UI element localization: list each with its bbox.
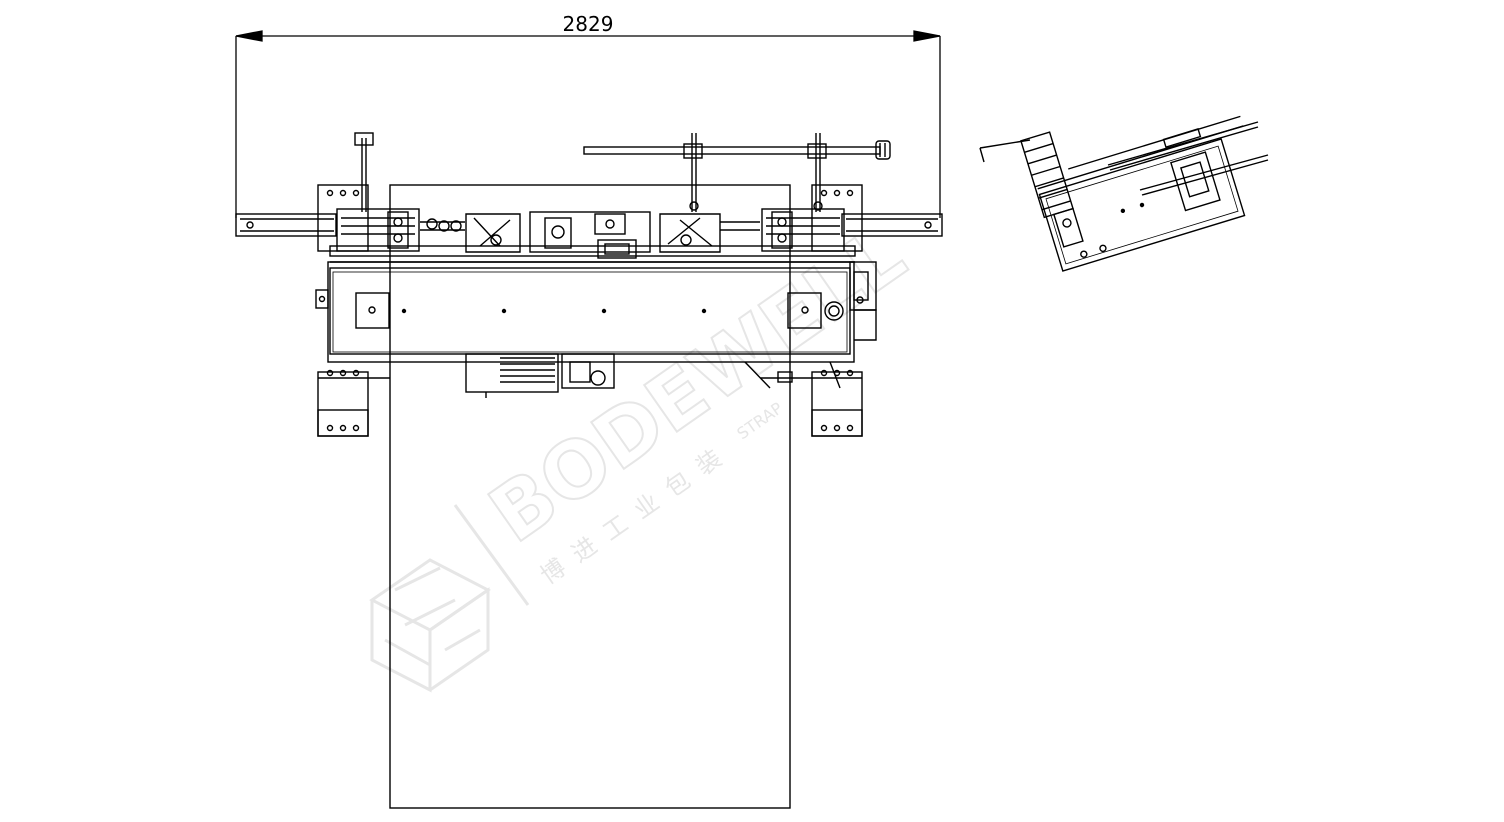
housing-right [787,292,822,329]
motor [465,353,559,393]
dimension-label: 2829 [563,12,614,36]
sealer-head-left [336,208,420,252]
beam-inner [332,271,848,353]
side-view-block [1170,151,1221,212]
bracket-bottom-left [317,371,369,437]
main-machine-view [235,132,943,809]
center-unit [529,211,651,253]
roller-wheel [824,301,844,321]
guide-arm [583,146,881,155]
bracket-diagonal-right [744,361,841,389]
guide-arm-knob [875,140,891,160]
side-view-base [1038,138,1246,272]
side-rail-right [841,213,943,237]
side-view-arm-2 [1139,154,1269,191]
gearbox [561,353,615,389]
main-frame [327,261,855,363]
housing-left [355,292,390,329]
dimension-2829 [235,30,941,218]
frame-upper-bar [329,245,856,257]
sealer-head-right [761,208,845,252]
side-view-handle [979,139,1031,163]
dimension-arrow-left [235,30,263,42]
watermark: BODEWELL 博进工业包装 STRAP [369,209,922,693]
side-rail-left [235,213,337,237]
watermark-logo-cubes [369,558,491,693]
side-clip-left [315,289,329,309]
watermark-divider [453,504,530,606]
dimension-arrow-right [913,30,941,42]
conveyor-table [389,184,791,809]
side-view [979,115,1269,272]
side-view-arm-1 [1107,121,1259,166]
